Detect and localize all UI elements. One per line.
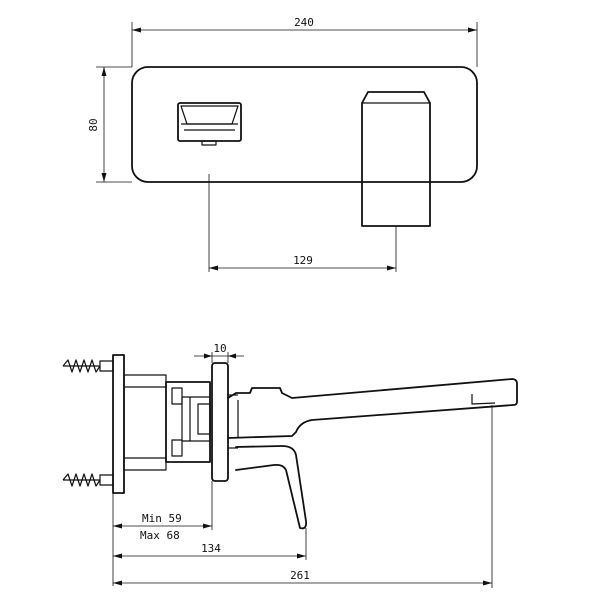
- dimension-plate-thickness: 10: [194, 342, 244, 363]
- spout-front: [361, 91, 431, 227]
- lever-side: [235, 445, 308, 530]
- dimension-width-label: 240: [294, 16, 314, 29]
- dimension-height-label: 80: [87, 118, 100, 131]
- dimension-spout-reach: 261: [113, 405, 493, 588]
- dimension-lever-reach-label: 134: [201, 542, 221, 555]
- fixing-screw-upper: [62, 359, 114, 373]
- dimension-height: 80: [87, 66, 132, 183]
- mounting-bracket: [112, 354, 167, 494]
- dimension-min-label: Min 59: [142, 512, 182, 525]
- cover-plate: [131, 66, 478, 183]
- side-view: 10 Min 59 Max 68 134: [62, 342, 518, 588]
- cover-plate-side: [211, 362, 238, 482]
- spout-side: [227, 378, 518, 439]
- dimension-spout-reach-label: 261: [290, 569, 310, 582]
- dimension-spout-offset-label: 129: [293, 254, 313, 267]
- dimension-plate-thickness-label: 10: [213, 342, 226, 355]
- dimension-lever-reach: 134: [113, 528, 307, 560]
- valve-body: [165, 381, 211, 463]
- dimension-max-label: Max 68: [140, 529, 180, 542]
- dimension-width: 240: [131, 16, 478, 67]
- lever-handle: [177, 102, 242, 146]
- front-view: 240 80 129: [87, 16, 478, 272]
- fixing-screw-lower: [62, 473, 114, 487]
- dimension-spout-offset: 129: [208, 174, 397, 272]
- dimension-min-max-depth: Min 59 Max 68: [112, 481, 213, 586]
